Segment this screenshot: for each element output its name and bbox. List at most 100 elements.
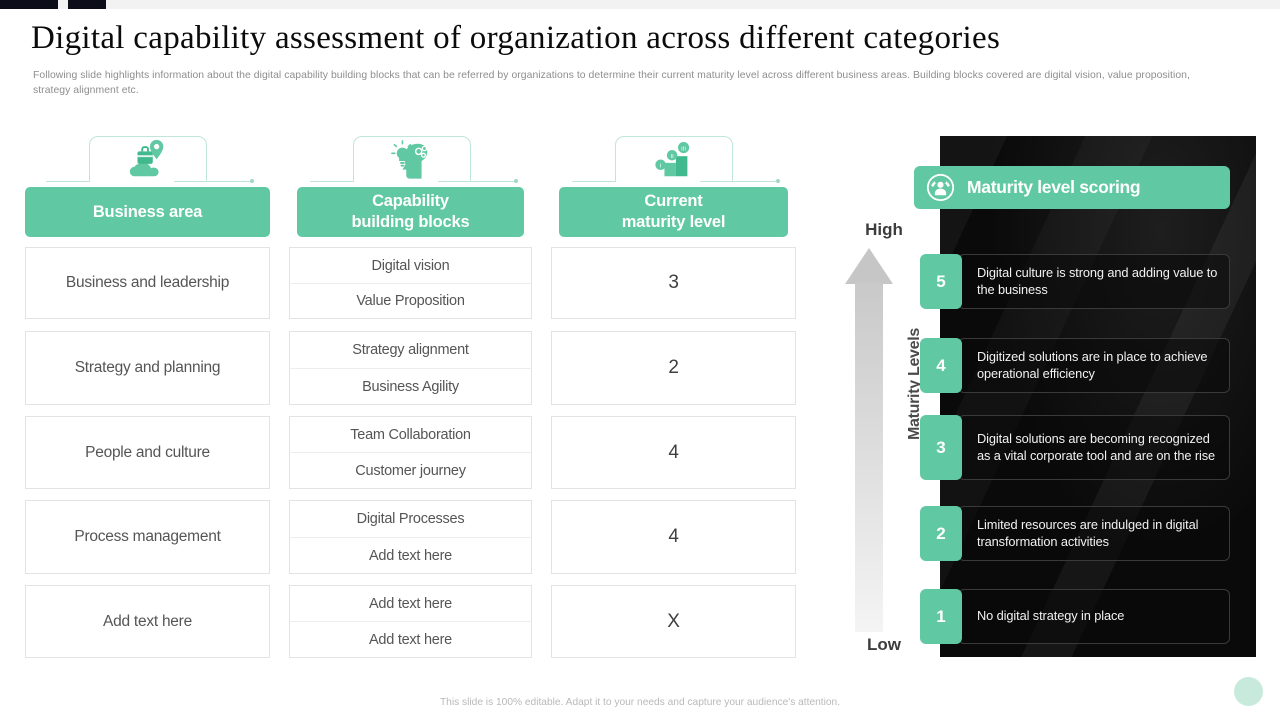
capability-block-label: Strategy alignment [352, 342, 469, 358]
page-subtitle: Following slide highlights information a… [33, 70, 1190, 96]
capability-block-label: Add text here [369, 595, 452, 612]
maturity-level-cell[interactable]: 3 [551, 247, 796, 319]
table-row[interactable]: Business and leadership [25, 247, 270, 319]
capability-block-cell[interactable]: Digital vision [289, 247, 532, 283]
achievement-person-icon [926, 173, 955, 202]
score-description-box: Digital culture is strong and adding val… [958, 254, 1230, 309]
maturity-level-cell[interactable]: X [551, 585, 796, 658]
score-description: Limited resources are indulged in digita… [977, 517, 1199, 549]
score-badge: 1 [920, 589, 962, 644]
maturity-level-cell[interactable]: 2 [551, 331, 796, 405]
scoring-level-row-3[interactable]: 3 Digital solutions are becoming recogni… [920, 415, 1230, 480]
business-area-label: Process management [74, 528, 221, 545]
table-row[interactable]: Strategy and planning [25, 331, 270, 405]
corner-decoration-dot [1234, 677, 1263, 706]
top-block-left [0, 0, 58, 9]
maturity-level-value: 2 [668, 357, 679, 378]
maturity-level-value: 3 [668, 272, 679, 293]
column-icon-header-maturity: I II III [550, 130, 798, 183]
bracket-line-left [572, 181, 616, 183]
capability-block-cell[interactable]: Add text here [289, 585, 532, 621]
table-header-label-line2: building blocks [351, 213, 470, 231]
briefcase-location-icon [129, 139, 164, 177]
arrow-high-label: High [865, 220, 903, 239]
score-badge: 5 [920, 254, 962, 309]
bracket-end-dot [250, 179, 254, 183]
scoring-panel-background [940, 136, 1256, 657]
score-description: Digitized solutions are in place to achi… [977, 349, 1208, 381]
capability-block-label: Value Proposition [356, 293, 465, 309]
svg-text:III: III [681, 146, 686, 152]
capability-block-label: Digital vision [371, 257, 450, 274]
column-icon-header-capability [288, 130, 536, 183]
bracket-shape [89, 136, 207, 182]
table-header-maturity: Current maturity level [559, 187, 788, 237]
bracket-line-right [700, 181, 776, 183]
page-title: Digital capability assessment of organiz… [31, 20, 1001, 56]
capability-block-cell[interactable]: Customer journey [289, 452, 532, 489]
top-block-right [68, 0, 106, 9]
capability-block-label: Digital Processes [356, 511, 465, 527]
business-area-label: Business and leadership [65, 274, 230, 291]
capability-block-label: Add text here [369, 547, 452, 564]
table-header-label: Business area [92, 202, 203, 221]
maturity-level-cell[interactable]: 4 [551, 416, 796, 489]
table-header-label-line2: maturity level [621, 213, 726, 231]
bracket-line-left [310, 181, 354, 183]
bracket-shape [353, 136, 471, 182]
score-badge: 3 [920, 415, 962, 480]
scoring-level-row-5[interactable]: 5 Digital culture is strong and adding v… [920, 254, 1230, 309]
capability-block-cell[interactable]: Team Collaboration [289, 416, 532, 452]
score-description: No digital strategy in place [977, 608, 1125, 624]
scoring-panel-title: Maturity level scoring [967, 177, 1141, 197]
column-icon-header-business-area [24, 130, 272, 183]
head-lightbulb-icon [391, 140, 428, 179]
capability-block-cell[interactable]: Add text here [289, 621, 532, 658]
bracket-line-left [46, 181, 90, 183]
capability-block-label: Business Agility [362, 378, 459, 395]
podium-levels-icon: I II III [655, 142, 690, 177]
arrow-low-label: Low [867, 635, 901, 654]
score-badge: 4 [920, 338, 962, 393]
svg-text:I: I [660, 164, 662, 170]
scoring-level-row-4[interactable]: 4 Digitized solutions are in place to ac… [920, 338, 1230, 393]
capability-block-cell[interactable]: Value Proposition [289, 283, 532, 319]
capability-block-label: Team Collaboration [350, 426, 471, 443]
arrow-head-icon [845, 248, 893, 284]
bracket-end-dot [514, 179, 518, 183]
business-area-label: Add text here [103, 612, 192, 630]
scoring-panel-header: Maturity level scoring [914, 166, 1230, 209]
score-description-box: No digital strategy in place [958, 589, 1230, 644]
arrow-shaft [855, 282, 883, 632]
bracket-shape [615, 136, 733, 182]
bracket-line-right [174, 181, 250, 183]
table-row[interactable]: People and culture [25, 416, 270, 489]
score-description: Digital solutions are becoming recognize… [977, 431, 1216, 463]
table-header-business-area: Business area [25, 187, 270, 237]
maturity-level-value: 4 [668, 441, 679, 463]
score-description-box: Digital solutions are becoming recognize… [958, 415, 1230, 480]
footer-note: This slide is 100% editable. Adapt it to… [439, 697, 841, 708]
table-header-capability: Capability building blocks [297, 187, 524, 237]
score-description-box: Limited resources are indulged in digita… [958, 506, 1230, 561]
table-header-label-line1: Current [644, 192, 703, 210]
capability-block-cell[interactable]: Strategy alignment [289, 331, 532, 368]
capability-block-cell[interactable]: Digital Processes [289, 500, 532, 537]
table-row[interactable]: Add text here [25, 585, 270, 658]
bracket-end-dot [776, 179, 780, 183]
table-header-label-line1: Capability [372, 192, 449, 210]
scoring-level-row-1[interactable]: 1 No digital strategy in place [920, 589, 1230, 644]
maturity-level-cell[interactable]: 4 [551, 500, 796, 574]
table-row[interactable]: Process management [25, 500, 270, 574]
capability-block-label: Add text here [369, 631, 452, 648]
business-area-label: Strategy and planning [74, 359, 221, 376]
capability-block-cell[interactable]: Add text here [289, 537, 532, 574]
maturity-level-value: X [667, 610, 680, 632]
bracket-line-right [438, 181, 514, 183]
capability-block-cell[interactable]: Business Agility [289, 368, 532, 405]
score-description-box: Digitized solutions are in place to achi… [958, 338, 1230, 393]
scoring-level-row-2[interactable]: 2 Limited resources are indulged in digi… [920, 506, 1230, 561]
svg-text:II: II [670, 154, 674, 160]
score-badge: 2 [920, 506, 962, 561]
